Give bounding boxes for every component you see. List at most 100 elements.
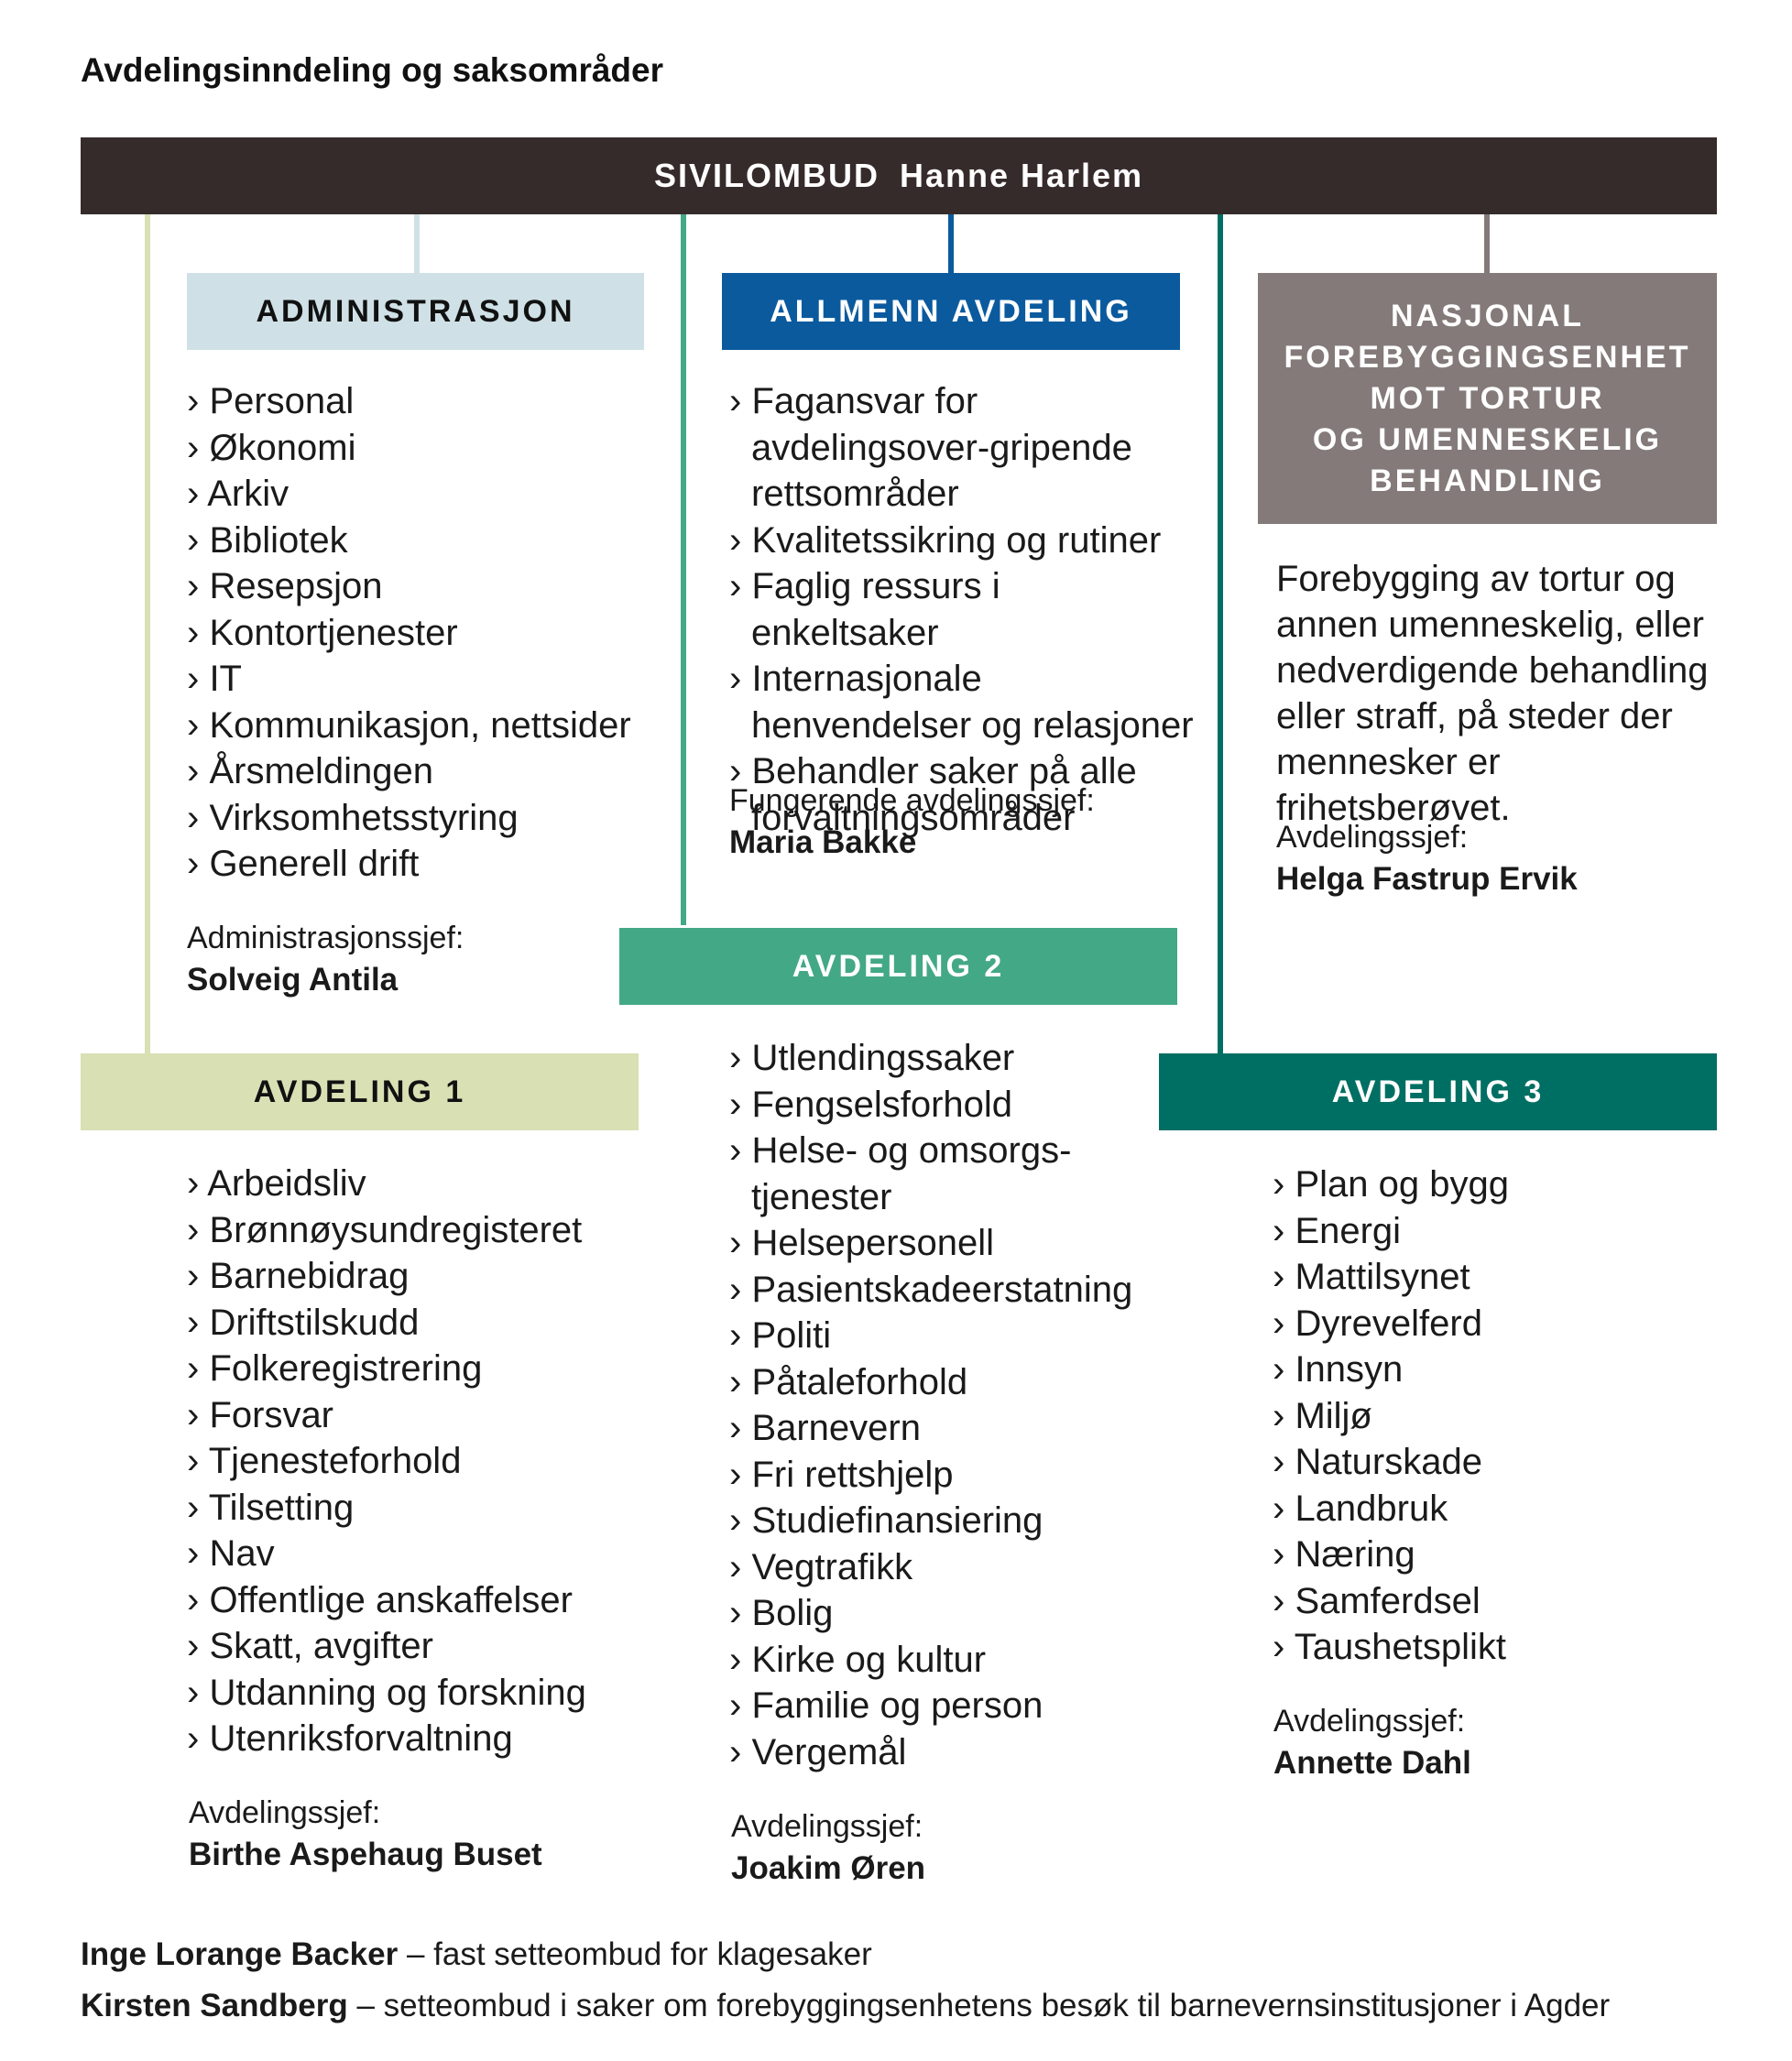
avdeling2-item: Påtaleforhold xyxy=(729,1359,1160,1406)
nasjonal-header-line-3: MOT TORTUR xyxy=(1370,380,1605,416)
avdeling3-header-label: AVDELING 3 xyxy=(1331,1074,1545,1109)
avdeling3-list: Plan og byggEnergiMattilsynetDyrevelferd… xyxy=(1273,1161,1712,1671)
administrasjon-chief-name: Solveig Antila xyxy=(187,962,399,998)
avdeling1-item: Forsvar xyxy=(187,1392,663,1439)
allmenn-list: Fagansvar for avdelingsover-gripende ret… xyxy=(729,378,1196,841)
avdeling1-chief-name: Birthe Aspehaug Buset xyxy=(189,1837,542,1872)
administrasjon-header: ADMINISTRASJON xyxy=(187,273,644,350)
allmenn-header-label: ALLMENN AVDELING xyxy=(770,293,1132,329)
avdeling3-item: Mattilsynet xyxy=(1273,1254,1712,1301)
avdeling2-item: Helsepersonell xyxy=(729,1220,1160,1267)
avdeling3-item: Energi xyxy=(1273,1208,1712,1255)
nasjonal-header-line-5: BEHANDLING xyxy=(1370,463,1605,498)
allmenn-item: Internasjonale henvendelser og relasjone… xyxy=(729,656,1196,748)
administrasjon-item: Generell drift xyxy=(187,841,663,888)
administrasjon-item: Bibliotek xyxy=(187,518,663,564)
ombud-role: SIVILOMBUD xyxy=(653,157,880,194)
avdeling3-item: Samferdsel xyxy=(1273,1578,1712,1625)
avdeling2-chief-label: Avdelingssjef: xyxy=(731,1809,923,1844)
avdeling3-item: Innsyn xyxy=(1273,1347,1712,1393)
avdeling1-item: Skatt, avgifter xyxy=(187,1623,663,1670)
allmenn-header: ALLMENN AVDELING xyxy=(722,273,1180,350)
nasjonal-header-line-2: FOREBYGGINGSENHET xyxy=(1284,339,1691,375)
avdeling3-item: Naturskade xyxy=(1273,1439,1712,1486)
ombud-name: Hanne Harlem xyxy=(899,157,1144,194)
avdeling3-item: Næring xyxy=(1273,1532,1712,1578)
avdeling3-item: Taushetsplikt xyxy=(1273,1624,1712,1671)
footer-text-1: – fast setteombud for klagesaker xyxy=(398,1936,872,1972)
administrasjon-item: Kommunikasjon, nettsider xyxy=(187,703,663,749)
avdeling3-item: Landbruk xyxy=(1273,1486,1712,1532)
nasjonal-header: NASJONAL FOREBYGGINGSENHET MOT TORTUR OG… xyxy=(1258,273,1717,524)
connector-allmenn xyxy=(948,214,954,273)
avdeling3-item: Dyrevelferd xyxy=(1273,1301,1712,1347)
avdeling1-chief-label: Avdelingssjef: xyxy=(189,1795,381,1830)
avdeling2-item: Kirke og kultur xyxy=(729,1637,1160,1684)
avdeling1-item: Tjenesteforhold xyxy=(187,1438,663,1485)
connector-administrasjon xyxy=(414,214,420,273)
allmenn-item: Kvalitetssikring og rutiner xyxy=(729,518,1196,564)
nasjonal-header-line-1: NASJONAL xyxy=(1390,298,1585,333)
avdeling1-item: Driftstilskudd xyxy=(187,1300,663,1347)
footer-text-2: – setteombud i saker om forebyggingsenhe… xyxy=(347,1988,1611,2023)
allmenn-chief-name: Maria Bakke xyxy=(729,824,917,860)
connector-avdeling3 xyxy=(1218,214,1223,1053)
administrasjon-item: Virksomhetsstyring xyxy=(187,795,663,842)
avdeling2-item: Fri rettshjelp xyxy=(729,1452,1160,1499)
footer-line-1: Inge Lorange Backer – fast setteombud fo… xyxy=(81,1936,872,1973)
allmenn-item: Fagansvar for avdelingsover-gripende ret… xyxy=(729,378,1196,518)
administrasjon-item: Personal xyxy=(187,378,663,425)
administrasjon-chief-label: Administrasjonssjef: xyxy=(187,921,464,955)
avdeling1-item: Utdanning og forskning xyxy=(187,1670,663,1717)
administrasjon-header-label: ADMINISTRASJON xyxy=(256,293,575,329)
avdeling2-item: Politi xyxy=(729,1313,1160,1359)
avdeling1-item: Folkeregistrering xyxy=(187,1346,663,1392)
avdeling2-item: Studiefinansiering xyxy=(729,1498,1160,1544)
avdeling1-item: Offentlige anskaffelser xyxy=(187,1577,663,1624)
nasjonal-description: Forebygging av tortur og annen umenneske… xyxy=(1276,559,1709,828)
avdeling1-item: Arbeidsliv xyxy=(187,1161,663,1207)
administrasjon-item: Kontortjenester xyxy=(187,610,663,657)
avdeling3-chief-label: Avdelingssjef: xyxy=(1273,1704,1466,1739)
page-title: Avdelingsinndeling og saksområder xyxy=(81,51,663,89)
allmenn-item: Behandler saker på alle forvaltningsområ… xyxy=(729,748,1196,841)
ombud-header: SIVILOMBUD Hanne Harlem xyxy=(81,137,1717,214)
avdeling3-chief-name: Annette Dahl xyxy=(1273,1745,1471,1781)
connector-avdeling1 xyxy=(145,214,150,1053)
avdeling1-item: Nav xyxy=(187,1531,663,1577)
avdeling2-header-label: AVDELING 2 xyxy=(792,948,1005,984)
allmenn-item: Faglig ressurs i enkeltsaker xyxy=(729,563,1196,656)
avdeling2-item: Pasientskadeerstatning xyxy=(729,1267,1160,1314)
administrasjon-item: IT xyxy=(187,656,663,703)
avdeling2-item: Vergemål xyxy=(729,1729,1160,1776)
footer-name-1: Inge Lorange Backer xyxy=(81,1936,399,1972)
administrasjon-item: Resepsjon xyxy=(187,563,663,610)
administrasjon-item: Årsmeldingen xyxy=(187,748,663,795)
allmenn-chief-label: Fungerende avdelingssjef: xyxy=(729,783,1095,818)
avdeling3-item: Miljø xyxy=(1273,1393,1712,1440)
avdeling1-item: Brønnøysundregisteret xyxy=(187,1207,663,1254)
avdeling3-header: AVDELING 3 xyxy=(1159,1053,1717,1130)
administrasjon-list: PersonalØkonomiArkivBibliotekResepsjonKo… xyxy=(187,378,663,888)
avdeling1-header-label: AVDELING 1 xyxy=(253,1074,466,1109)
avdeling2-item: Familie og person xyxy=(729,1683,1160,1729)
footer-line-2: Kirsten Sandberg – setteombud i saker om… xyxy=(81,1988,1610,2024)
connector-avdeling2 xyxy=(681,214,686,925)
avdeling2-header: AVDELING 2 xyxy=(619,928,1177,1005)
avdeling1-item: Barnebidrag xyxy=(187,1253,663,1300)
avdeling1-item: Tilsetting xyxy=(187,1485,663,1532)
avdeling2-list: UtlendingssakerFengselsforholdHelse- og … xyxy=(729,1035,1160,1775)
nasjonal-header-line-4: OG UMENNESKELIG xyxy=(1312,421,1663,457)
administrasjon-item: Økonomi xyxy=(187,425,663,472)
avdeling1-list: ArbeidslivBrønnøysundregisteretBarnebidr… xyxy=(187,1161,663,1762)
avdeling2-chief-name: Joakim Øren xyxy=(731,1850,926,1886)
avdeling2-item: Bolig xyxy=(729,1590,1160,1637)
avdeling2-item: Barnevern xyxy=(729,1405,1160,1452)
avdeling2-item: Helse- og omsorgs-tjenester xyxy=(729,1128,1160,1220)
connector-nasjonal xyxy=(1484,214,1490,273)
avdeling2-item: Utlendingssaker xyxy=(729,1035,1160,1082)
nasjonal-chief-name: Helga Fastrup Ervik xyxy=(1276,861,1578,897)
avdeling1-header: AVDELING 1 xyxy=(81,1053,639,1130)
administrasjon-item: Arkiv xyxy=(187,471,663,518)
avdeling1-item: Utenriksforvaltning xyxy=(187,1716,663,1762)
